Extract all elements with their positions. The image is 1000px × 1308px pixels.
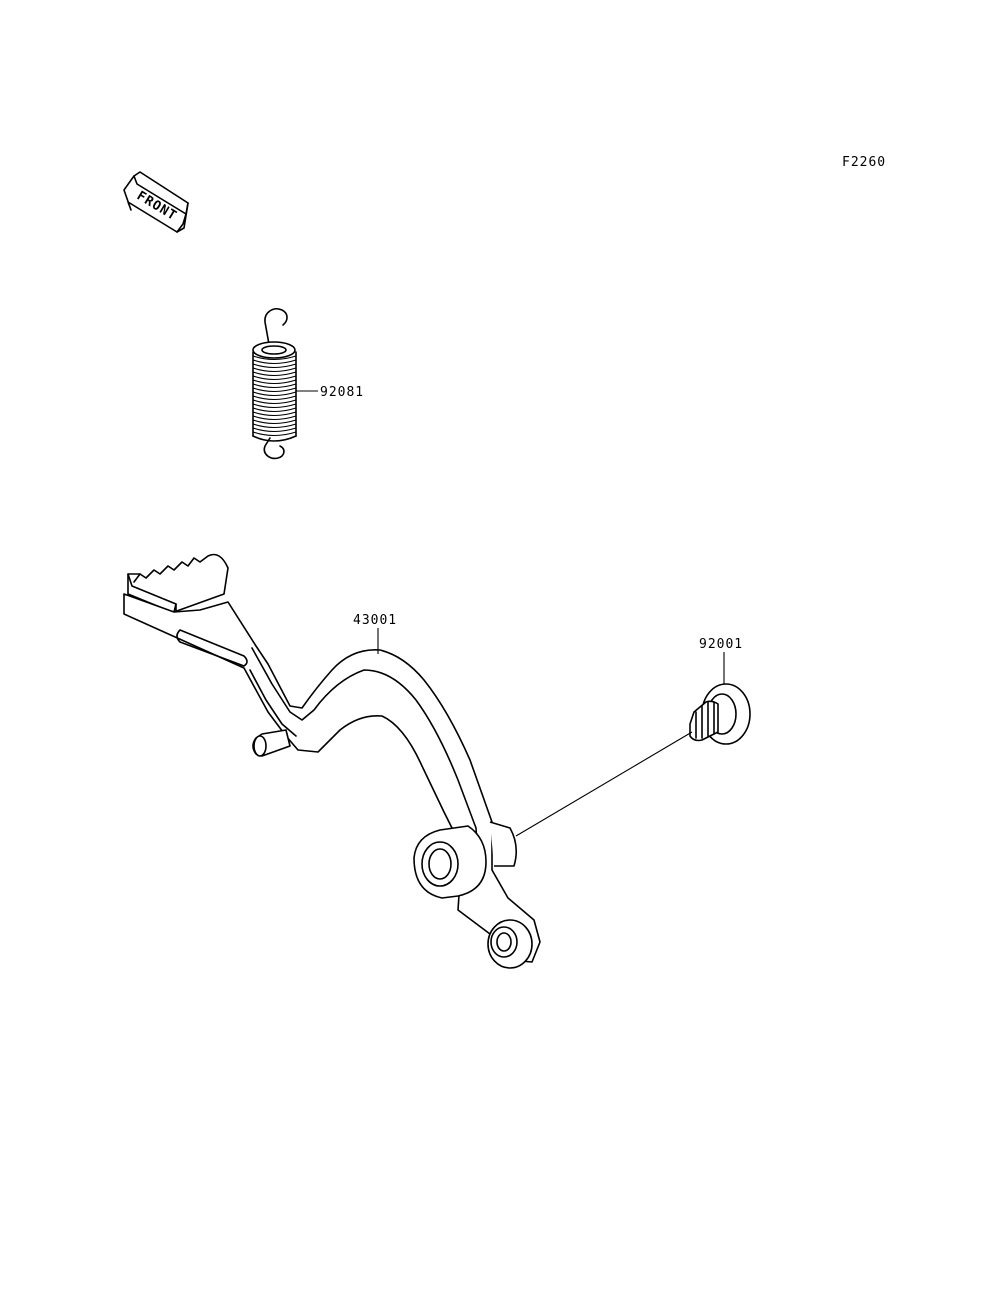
- spring-coil: [252, 387, 297, 393]
- spring-coil: [252, 363, 297, 369]
- spring-coil: [252, 375, 297, 381]
- spring-bottom-coil: [252, 435, 297, 442]
- spring-coil: [252, 379, 297, 385]
- spring-coil: [252, 415, 297, 421]
- spring-coil: [252, 411, 297, 417]
- spring-coil: [252, 399, 297, 405]
- spring-coil: [252, 367, 297, 373]
- spring-coil: [252, 419, 297, 425]
- spring-coil: [252, 383, 297, 389]
- spring-coil: [252, 371, 297, 377]
- spring-coil: [252, 359, 297, 365]
- part-label-92081: 92081: [320, 385, 364, 400]
- figure-code: F2260: [842, 155, 886, 170]
- return-spring-icon: [252, 307, 297, 460]
- bolt-icon: [689, 683, 751, 745]
- brake-pedal-icon: [123, 553, 541, 969]
- spring-coil: [252, 355, 297, 361]
- spring-coil: [252, 431, 297, 437]
- assembly-line-bolt: [515, 731, 693, 837]
- spring-coil: [252, 423, 297, 429]
- spring-coil: [252, 403, 297, 409]
- spring-coil: [252, 407, 297, 413]
- spring-coil: [252, 391, 297, 397]
- part-label-92001: 92001: [699, 637, 743, 652]
- front-arrow-icon: FRONT: [123, 171, 189, 233]
- part-label-43001: 43001: [353, 613, 397, 628]
- spring-coil: [252, 395, 297, 401]
- spring-coil: [252, 427, 297, 433]
